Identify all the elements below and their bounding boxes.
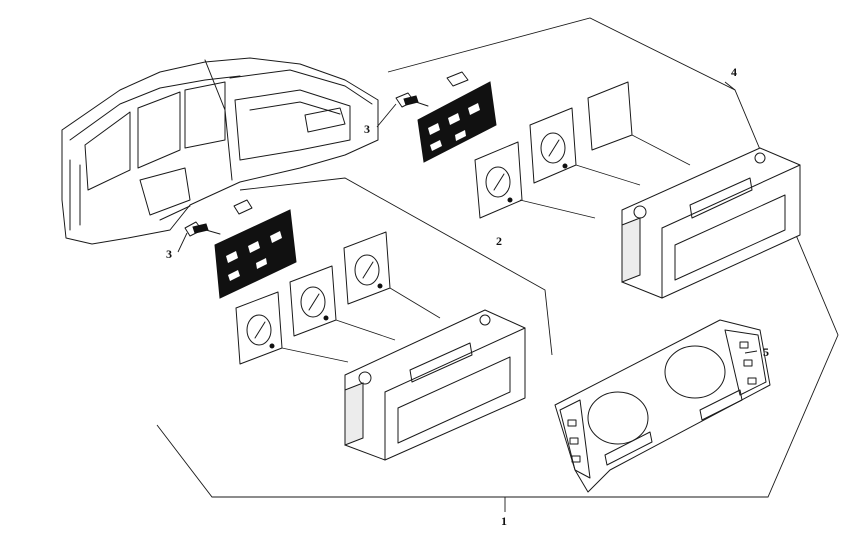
circuit-board-upper xyxy=(417,81,497,163)
housing-bezel-lower xyxy=(344,309,526,461)
circuit-board-lower xyxy=(214,209,297,299)
assembly-guide-lines xyxy=(281,134,691,363)
switch-connector-lower xyxy=(184,199,253,237)
switch-connector-upper xyxy=(395,71,469,108)
callout-3-lower: 3 xyxy=(166,247,172,261)
callout-5: 5 xyxy=(763,345,769,359)
callout-1: 1 xyxy=(501,514,507,528)
callout-3-upper: 3 xyxy=(364,122,370,136)
instrument-faceplate xyxy=(554,319,771,493)
callout-4: 4 xyxy=(731,65,737,79)
callout-2: 2 xyxy=(496,234,502,248)
dashboard-illustration xyxy=(61,57,379,245)
control-module-lower-2 xyxy=(289,265,337,337)
control-module-upper-1 xyxy=(474,141,523,219)
control-module-lower-3 xyxy=(343,231,391,305)
control-module-lower-1 xyxy=(235,291,283,365)
callout-leaders xyxy=(177,81,758,354)
housing-bezel-upper xyxy=(621,147,801,299)
control-module-upper-2 xyxy=(529,107,577,184)
group-bracket-outline xyxy=(156,17,839,512)
blank-plate-upper xyxy=(587,81,633,151)
